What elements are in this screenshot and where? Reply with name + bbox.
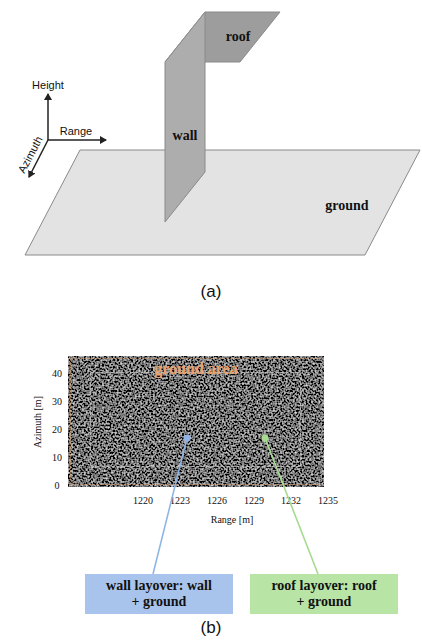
wall-plane: wall <box>165 12 205 222</box>
label-anchor: 20 <box>52 419 62 437</box>
label-anchor: 40 <box>52 363 62 381</box>
layover-outline <box>91 373 301 467</box>
axis-label: Height <box>32 79 64 91</box>
label-anchor: Height <box>32 75 64 93</box>
axis-label: (b) <box>201 618 222 637</box>
sample-dot <box>184 435 191 442</box>
axis-label: 1226 <box>206 495 228 506</box>
plane-outline <box>165 12 205 222</box>
wall-layover-box: wall layover: wall + ground <box>85 574 233 614</box>
axis-label: 10 <box>52 452 62 463</box>
sample-dot <box>262 435 269 442</box>
axis-label: 1232 <box>280 495 302 506</box>
label-anchor: (a) <box>201 282 222 302</box>
plane-label: ground <box>325 198 368 213</box>
callout-text: roof layover: roof + ground <box>267 578 381 610</box>
axis-label: 30 <box>52 396 62 407</box>
roof-layover-box: roof layover: roof + ground <box>250 574 398 614</box>
label-anchor: Range <box>60 121 92 139</box>
label-anchor: (b) <box>201 618 222 638</box>
plane-label-anchor: wall <box>173 126 198 144</box>
sar-title-row: ground area <box>68 360 324 378</box>
label-anchor: 1223 <box>169 490 191 508</box>
ground-area-outline <box>71 359 322 485</box>
callout-text: wall layover: wall + ground <box>102 578 216 610</box>
label-anchor: 1232 <box>280 490 302 508</box>
plane-label: roof <box>226 29 251 44</box>
leader-line <box>153 438 187 574</box>
label-anchor: 0 <box>55 475 60 493</box>
axis-label: 20 <box>52 424 62 435</box>
axis-label: (a) <box>201 282 222 301</box>
plane-label: wall <box>173 128 198 143</box>
label-anchor: 1229 <box>243 490 265 508</box>
plane-shape <box>25 150 420 255</box>
axis-label: 40 <box>52 368 62 379</box>
label-anchor: 1220 <box>132 490 154 508</box>
label-anchor: 1226 <box>206 490 228 508</box>
sar-image: ground area <box>68 356 324 487</box>
range-axis <box>48 139 106 141</box>
label-anchor: 10 <box>52 447 62 465</box>
leader-line <box>265 438 318 574</box>
axis-label: 0 <box>55 480 60 491</box>
axis-label: 1235 <box>317 495 339 506</box>
axis-label: 1223 <box>169 495 191 506</box>
label-anchor: Azimuth [m] <box>27 396 45 448</box>
plane-shape <box>165 12 205 222</box>
height-axis <box>47 94 49 140</box>
ground-plane: ground <box>25 150 420 255</box>
region-label: ground area <box>154 360 237 377</box>
plane-label-anchor: roof <box>226 27 251 45</box>
label-anchor: Range [m] <box>210 509 255 527</box>
axis-label: Range [m] <box>210 514 255 525</box>
axis-label: Range <box>60 125 92 137</box>
axis-label: 1220 <box>132 495 154 506</box>
axis-label: Azimuth [m] <box>32 396 43 448</box>
axis-label: 1229 <box>243 495 265 506</box>
label-anchor: 30 <box>52 391 62 409</box>
plane-label-anchor: ground <box>325 196 368 214</box>
speckle-field <box>68 356 324 487</box>
label-anchor: 1235 <box>317 490 339 508</box>
